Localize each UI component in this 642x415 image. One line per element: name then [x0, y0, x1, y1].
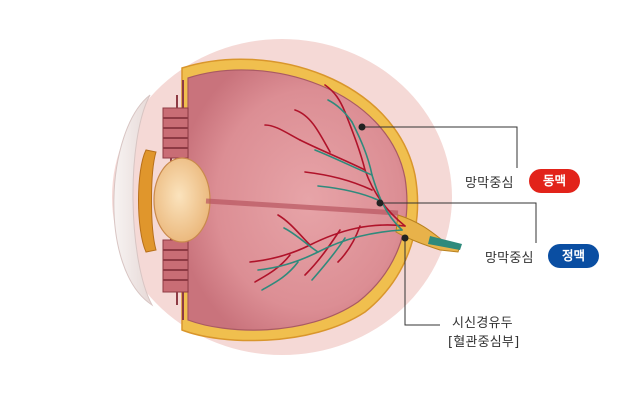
optic-disc-label-line2: [혈관중심부]: [448, 335, 520, 350]
lens: [153, 157, 211, 243]
vein-badge: 정맥: [548, 244, 599, 268]
central-retinal-artery-vessels: [249, 84, 406, 283]
artery-marker-dot: [358, 123, 366, 131]
artery-label-text: 망막중심: [465, 176, 514, 191]
leader-lines: [362, 126, 537, 326]
optic-nerve: [205, 198, 462, 253]
optic-disc-label-line1: 시신경유두: [452, 316, 513, 331]
central-retinal-vein-vessels: [257, 99, 403, 291]
ciliary-body: [162, 80, 189, 320]
optic-disc-marker-dot: [401, 234, 409, 242]
vein-label-text: 망막중심: [485, 251, 534, 266]
vein-marker-dot: [376, 199, 384, 207]
iris: [138, 149, 157, 253]
leader-dots: [358, 123, 409, 242]
artery-badge: 동맥: [529, 169, 580, 193]
